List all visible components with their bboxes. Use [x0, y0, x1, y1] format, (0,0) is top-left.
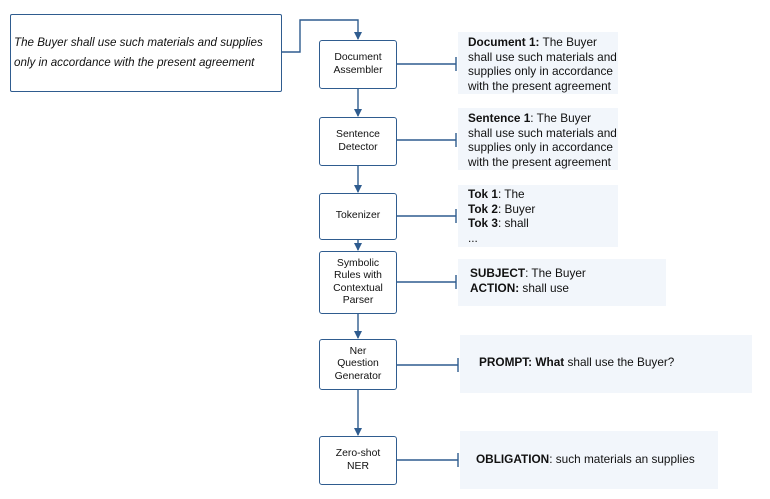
- note-value: : The Buyer: [530, 111, 592, 125]
- note-line: shall use such materials and: [468, 125, 617, 140]
- note-value: : The Buyer: [525, 266, 586, 280]
- input-text-box: The Buyer shall use such materials and s…: [10, 14, 282, 92]
- input-text-line-1: The Buyer shall use such materials and s…: [14, 36, 263, 49]
- step-label: Sentence Detector: [336, 129, 380, 153]
- note-key: Tok 3: [468, 216, 498, 230]
- note-line: supplies only in accordance: [468, 140, 613, 154]
- note-value: shall use: [519, 280, 569, 295]
- step-label: Tokenizer: [335, 210, 381, 222]
- note-sentence: Sentence 1: The Buyer shall use such mat…: [458, 108, 618, 170]
- note-line: ...: [468, 230, 478, 245]
- step-tokenizer: Tokenizer: [319, 193, 397, 240]
- note-key: Sentence 1: [468, 111, 531, 125]
- note-key: ACTION:: [470, 280, 520, 295]
- input-text-line-2: only in accordance with the present agre…: [14, 56, 255, 69]
- step-contextual-parser: Symbolic Rules with Contextual Parser: [319, 251, 397, 314]
- note-key: Document 1:: [468, 35, 540, 49]
- step-ner-question-generator: Ner Question Generator: [319, 339, 397, 390]
- note-line: with the present agreement: [468, 78, 611, 93]
- step-zero-shot-ner: Zero-shot NER: [319, 436, 397, 485]
- note-document: Document 1: The Buyer shall use such mat…: [458, 32, 618, 94]
- note-value: : Buyer: [497, 201, 536, 216]
- step-sentence-detector: Sentence Detector: [319, 117, 397, 166]
- step-label: Document Assembler: [333, 52, 383, 76]
- note-key: Tok 2: [468, 201, 498, 216]
- step-label: Ner Question Generator: [334, 345, 382, 382]
- note-value: : such materials an supplies: [549, 452, 695, 466]
- note-key: Tok 1: [468, 187, 498, 201]
- note-line: with the present agreement: [468, 154, 611, 169]
- note-rules: SUBJECT: The Buyer ACTION: shall use: [458, 259, 666, 306]
- note-line: supplies only in accordance: [468, 64, 613, 78]
- note-prompt: PROMPT: What shall use the Buyer?: [460, 335, 752, 393]
- note-key: PROMPT: What: [479, 355, 565, 369]
- arrow-input-to-assembler: [282, 19, 362, 53]
- note-value: shall use the Buyer?: [564, 355, 675, 369]
- note-value: : shall: [497, 216, 529, 230]
- note-value: : The: [497, 187, 525, 201]
- note-key: SUBJECT: [470, 266, 526, 280]
- note-line: shall use such materials and: [468, 49, 617, 64]
- step-label: Zero-shot NER: [335, 448, 381, 472]
- step-label: Symbolic Rules with Contextual Parser: [333, 257, 383, 307]
- note-key: OBLIGATION: [476, 452, 550, 466]
- step-document-assembler: Document Assembler: [319, 40, 397, 89]
- note-value: The Buyer: [539, 35, 597, 49]
- note-ner: OBLIGATION: such materials an supplies: [460, 431, 718, 489]
- note-tokens: Tok 1: The Tok 2: Buyer Tok 3: shall ...: [458, 185, 618, 247]
